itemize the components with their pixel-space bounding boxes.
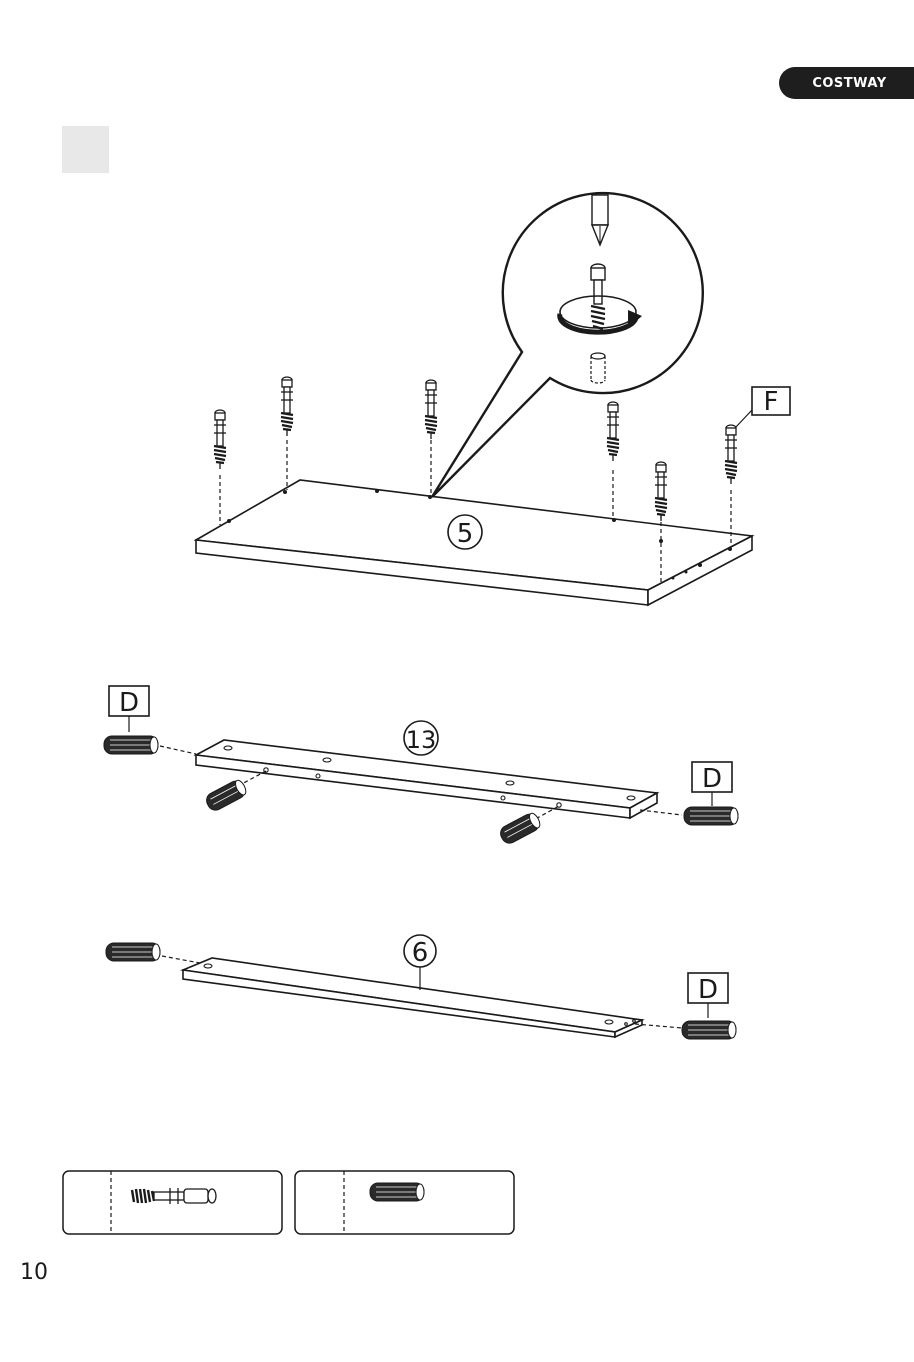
cam-bolt-icon [425, 380, 437, 439]
part-label-13: 13 [406, 726, 437, 754]
cam-bolt-icon [725, 425, 737, 484]
dowel-icon [682, 1021, 736, 1039]
dowel-icon [106, 943, 160, 961]
dowel-icon [370, 1183, 424, 1201]
hardware-label-d: D [119, 688, 139, 718]
dowel-icon [684, 807, 738, 825]
hardware-label-f: F [764, 387, 779, 417]
part-label-5: 5 [457, 519, 474, 549]
part-label-6: 6 [412, 938, 429, 968]
cam-bolt-icon [214, 410, 226, 469]
dowel-icon [204, 778, 249, 813]
board-6 [183, 958, 642, 1037]
hardware-label-d: D [698, 975, 718, 1005]
cam-bolt-icon [607, 402, 619, 461]
cam-bolt-icon [655, 462, 667, 521]
zoom-callout [432, 193, 703, 497]
dowel-icon [104, 736, 158, 754]
hardware-label-d: D [702, 764, 722, 794]
page-number: 10 [20, 1260, 48, 1285]
hardware-legend [63, 1171, 514, 1234]
cam-bolt-icon [281, 377, 293, 436]
dowel-icon [498, 811, 543, 846]
